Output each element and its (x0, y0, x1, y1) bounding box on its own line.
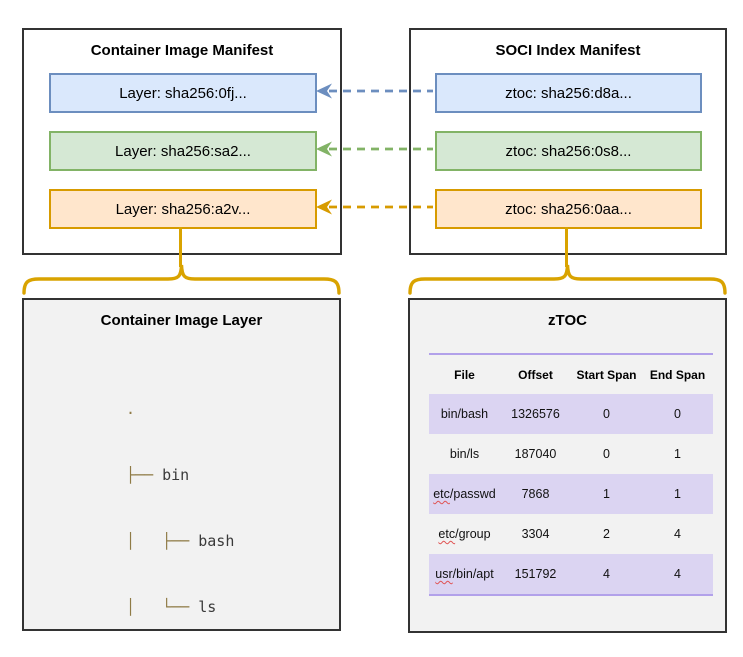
ztoc-to-brace-connector (565, 227, 568, 267)
column-header-offset: Offset (518, 367, 553, 382)
path-part: /bin/apt (452, 567, 494, 581)
container-image-layer-panel: Container Image Layer . ├── bin │ ├── ba… (22, 298, 341, 631)
container-image-manifest-title: Container Image Manifest (90, 42, 274, 59)
ztoc-box-orange: ztoc: sha256:0aa... (435, 189, 702, 229)
table-row: bin/ls 187040 0 1 (429, 434, 713, 474)
ztoc-table: File Offset Start Span End Span bin/bash… (429, 353, 713, 596)
path-part: bin/bash (440, 407, 489, 421)
path-part: /group (455, 527, 491, 541)
soci-index-manifest-title: SOCI Index Manifest (495, 42, 641, 59)
ztoc-box-blue: ztoc: sha256:d8a... (435, 73, 702, 113)
cell-offset: 1326576 (511, 407, 560, 421)
cell-end-span: 1 (674, 487, 681, 501)
cell-end-span: 4 (674, 527, 681, 541)
table-top-rule (429, 353, 713, 355)
cell-end-span: 0 (674, 407, 681, 421)
tree-item-bin: ├── bin (126, 466, 190, 484)
table-bottom-rule (429, 594, 713, 596)
tree-item-ls: │ └── ls (126, 598, 217, 616)
cell-file: bin/ls (429, 447, 500, 461)
layer-to-brace-connector (179, 227, 182, 267)
cell-end-span: 4 (674, 567, 681, 581)
column-header-end-span: End Span (649, 367, 706, 382)
cell-file: etc/passwd (429, 487, 500, 501)
cell-file: bin/bash (429, 407, 500, 421)
soci-index-manifest-panel: SOCI Index Manifest ztoc: sha256:d8a... … (409, 28, 727, 255)
ztoc-title: zTOC (548, 312, 587, 329)
brace-right (408, 264, 727, 295)
layer-box-green: Layer: sha256:sa2... (49, 131, 317, 171)
cell-start-span: 0 (603, 447, 610, 461)
cell-start-span: 1 (603, 487, 610, 501)
cell-file: usr/bin/apt (429, 567, 500, 581)
path-part: bin/ls (449, 447, 480, 461)
tree-item-bash: │ ├── bash (126, 532, 235, 550)
table-row: usr/bin/apt 151792 4 4 (429, 554, 713, 594)
cell-offset: 7868 (521, 487, 550, 501)
layer-box-orange: Layer: sha256:a2v... (49, 189, 317, 229)
cell-file: etc/group (429, 527, 500, 541)
ztoc-panel: zTOC File Offset Start Span End Span bin… (408, 298, 727, 633)
layer-label: Layer: sha256:0fj... (119, 84, 247, 102)
cell-end-span: 1 (674, 447, 681, 461)
flagged-path-part: usr (435, 567, 453, 581)
cell-offset: 3304 (521, 527, 550, 541)
flagged-path-part: etc (438, 527, 456, 541)
layer-label: Layer: sha256:sa2... (115, 142, 251, 160)
path-part: /passwd (449, 487, 496, 501)
table-header-row: File Offset Start Span End Span (429, 355, 713, 394)
table-row: etc/passwd 7868 1 1 (429, 474, 713, 514)
ztoc-label: ztoc: sha256:0s8... (505, 142, 632, 160)
cell-start-span: 2 (603, 527, 610, 541)
flagged-path-part: etc (433, 487, 450, 501)
container-image-manifest-panel: Container Image Manifest Layer: sha256:0… (22, 28, 342, 255)
ztoc-to-layer-arrow-green (316, 141, 433, 157)
cell-offset: 187040 (514, 447, 557, 461)
ztoc-label: ztoc: sha256:0aa... (505, 200, 632, 218)
ztoc-to-layer-arrow-orange (316, 199, 433, 215)
layer-label: Layer: sha256:a2v... (115, 200, 251, 218)
column-header-file: File (454, 367, 475, 382)
cell-offset: 151792 (514, 567, 557, 581)
cell-start-span: 0 (603, 407, 610, 421)
table-row: etc/group 3304 2 4 (429, 514, 713, 554)
file-tree: . ├── bin │ ├── bash │ └── ls ├── etc │ … (126, 354, 261, 657)
column-header-start-span: Start Span (576, 367, 637, 382)
ztoc-to-layer-arrow-blue (316, 83, 433, 99)
tree-root: . (126, 400, 136, 418)
ztoc-label: ztoc: sha256:d8a... (505, 84, 632, 102)
brace-left (22, 264, 341, 295)
table-row: bin/bash 1326576 0 0 (429, 394, 713, 434)
ztoc-box-green: ztoc: sha256:0s8... (435, 131, 702, 171)
layer-box-blue: Layer: sha256:0fj... (49, 73, 317, 113)
container-image-layer-title: Container Image Layer (100, 312, 263, 329)
cell-start-span: 4 (603, 567, 610, 581)
